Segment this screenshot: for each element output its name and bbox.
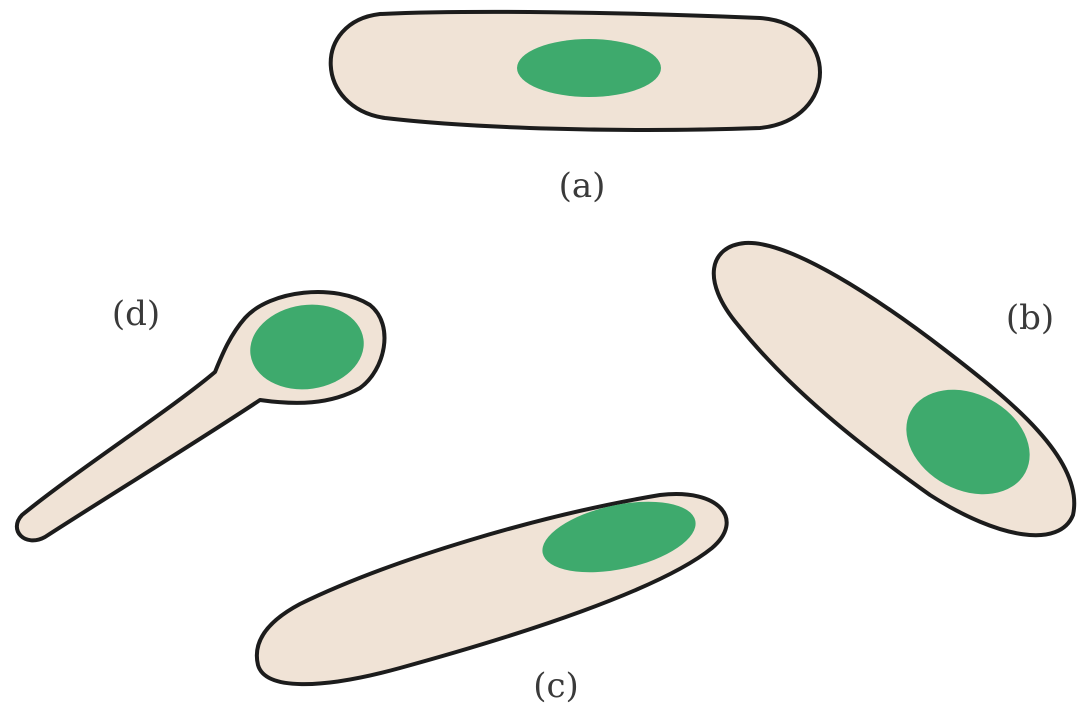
- cell-c-subterminal-spore: [257, 489, 727, 684]
- cell-a-spore: [517, 39, 661, 97]
- cell-b-body: [714, 243, 1075, 535]
- cell-a-central-spore: [331, 12, 820, 130]
- cell-b-terminal-spore: [714, 243, 1075, 535]
- label-b: (b): [1006, 298, 1054, 338]
- label-a: (a): [559, 166, 606, 206]
- label-d: (d): [112, 294, 160, 334]
- label-c: (c): [533, 666, 579, 706]
- cell-d-drumstick-spore: [17, 292, 385, 540]
